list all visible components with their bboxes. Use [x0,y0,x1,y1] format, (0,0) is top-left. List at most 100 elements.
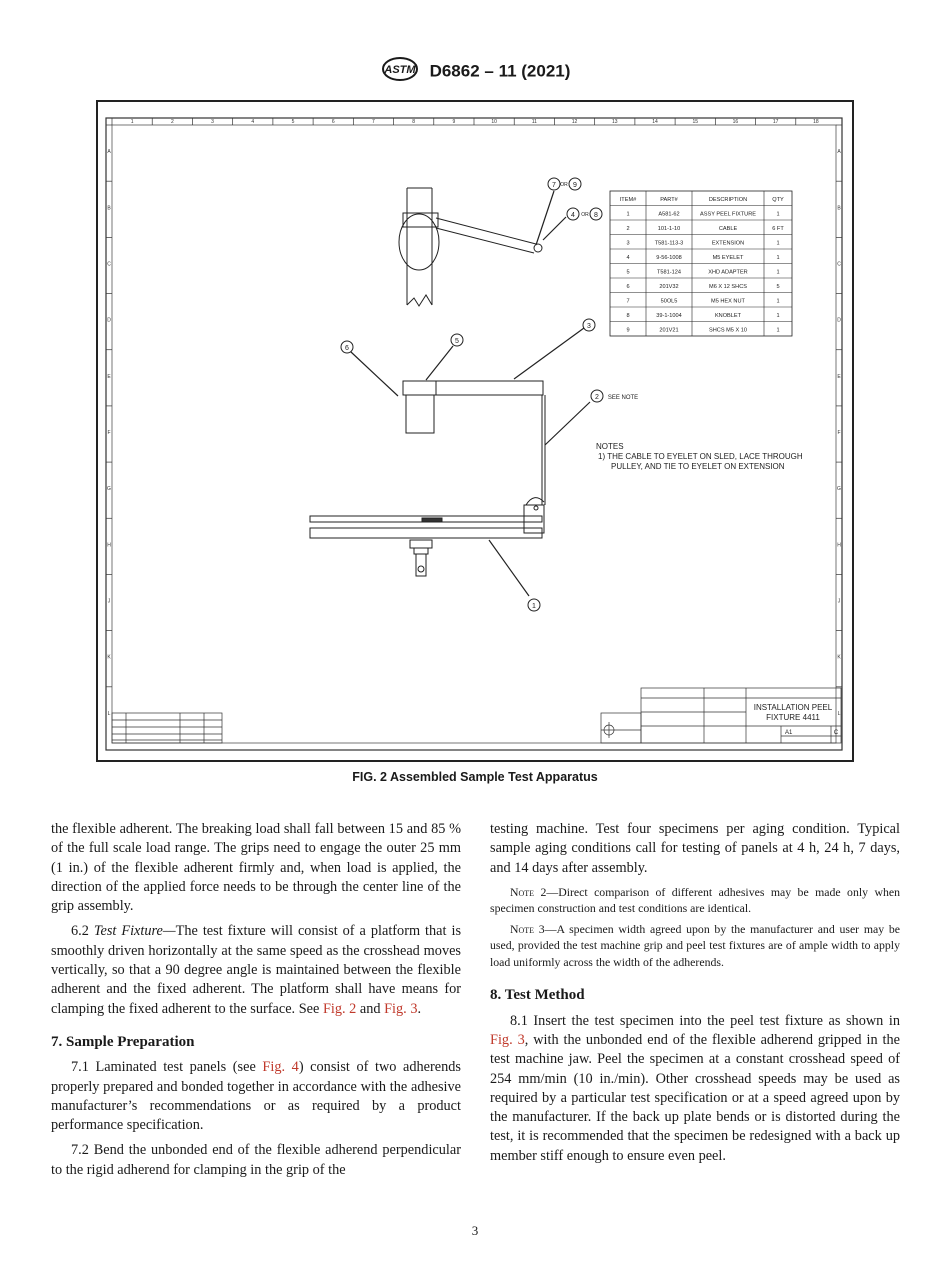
page-number: 3 [471,1223,479,1238]
bom-cell: 3 [626,240,629,246]
bom-cell: 201V21 [659,327,678,333]
ruler-number: 5 [292,119,295,125]
bom-cell: 6 FT [772,226,784,232]
title-line-2: FIXTURE 4411 [766,713,820,722]
bom-cell: 1 [776,240,779,246]
note-2: Note 2—Direct comparison of different ad… [490,884,900,916]
fig3-link-2[interactable]: Fig. 3 [490,1031,525,1048]
paragraph-7-2: 7.2 Bend the unbonded end of the flexibl… [51,1142,461,1178]
side-letter: A [837,149,841,155]
bom-cell: 1 [776,269,779,275]
paragraph-aging: testing machine. Test four specimens per… [490,821,900,876]
section-7-heading: 7. Sample Preparation [51,1033,195,1050]
bom-cell: 5 [776,284,779,290]
callout-8: 8 [594,212,598,219]
svg-text:ASTM: ASTM [383,64,416,76]
left-column: the flexible adherent. The breaking load… [51,820,461,1180]
fig4-link[interactable]: Fig. 4 [262,1059,299,1076]
side-letter: A [107,149,111,155]
bom-cell: M5 HEX NUT [711,298,745,304]
notes-line-1: 1) THE CABLE TO EYELET ON SLED, LACE THR… [598,452,803,461]
callout-3: 3 [587,323,591,330]
peel-fixture-arm [402,380,546,505]
bom-cell: KNOBLET [715,313,742,319]
notes-title: NOTES [596,442,624,451]
ruler-number: 8 [412,119,415,125]
ruler-number: 14 [652,119,658,125]
callout-4: 4 [571,212,575,219]
side-letter: D [107,318,111,324]
side-letter: J [838,599,841,605]
bom-header-cell: QTY [772,197,784,203]
side-letter: G [837,486,841,492]
callout-or-2: OR [581,212,589,218]
bom-cell: M6 X 12 SHCS [709,284,747,290]
title-block [111,687,842,744]
bom-cell: A581-62 [658,211,679,217]
ruler-number: 1 [131,119,134,125]
ruler-number: 7 [372,119,375,125]
fig2-link[interactable]: Fig. 2 [322,1000,357,1017]
callout-or-1: OR [560,182,568,188]
callout-6: 6 [345,345,349,352]
side-letter: K [837,655,841,661]
paragraph-7-1: 7.1 Laminated test panels (see Fig. 4) c… [51,1059,461,1134]
bom-cell: 7 [626,298,629,304]
notes-line-2: PULLEY, AND TIE TO EYELET ON EXTENSION [611,462,785,471]
side-letter: C [107,261,111,267]
side-letter: F [107,430,110,436]
ruler-number: 11 [532,119,537,125]
bom-cell: 39-1-1004 [656,313,682,319]
callout-2: 2 [595,394,599,401]
side-letter: J [108,599,111,605]
bom-header-cell: PART# [660,197,678,203]
title-line-1: INSTALLATION PEEL [754,703,833,712]
bom-cell: CABLE [719,226,738,232]
bom-header-cell: ITEM# [620,197,637,203]
side-letter: K [107,655,111,661]
bom-header-cell: DESCRIPTION [709,197,747,203]
side-letter: E [107,374,111,380]
bom-cell: SHCS M5 X 10 [709,327,747,333]
ruler-number: 9 [452,119,455,125]
bom-cell: 6 [626,284,629,290]
note-3: Note 3—A specimen width agreed upon by t… [490,921,900,969]
bom-cell: EXTENSION [712,240,744,246]
extension-assembly [398,187,543,307]
bom-cell: M5 EYELET [713,255,744,261]
side-letter: L [838,711,841,717]
astm-logo-icon: ASTM [380,56,420,87]
ruler-number: 3 [211,119,214,125]
bom-cell: 201V32 [659,284,678,290]
ruler-number: 13 [612,119,618,125]
bom-cell: 1 [776,255,779,261]
side-letter: H [107,542,111,548]
bom-cell: T581-124 [657,269,681,275]
sled-platform [309,497,545,577]
bom-cell: 5 [626,269,629,275]
ruler-number: 18 [813,119,819,125]
bom-cell: 50OL5 [661,298,678,304]
bom-cell: 1 [776,313,779,319]
bom-cell: 4 [626,255,629,261]
side-letter: C [837,261,841,267]
bom-cell: 101-1-10 [658,226,680,232]
ruler-number: 10 [491,119,497,125]
fig3-link[interactable]: Fig. 3 [384,1000,418,1017]
side-letter: D [837,318,841,324]
bom-cell: 1 [776,327,779,333]
side-letter: H [837,542,841,548]
page-header: ASTM D6862 – 11 (2021) [0,56,950,87]
bom-cell: XHD ADAPTER [708,269,747,275]
title-size: A1 [785,730,793,736]
ruler-number: 16 [733,119,739,125]
bom-cell: T581-113-3 [655,240,684,246]
callout-7: 7 [552,182,556,189]
bom-cell: 2 [626,226,629,232]
callout-5: 5 [455,338,459,345]
standard-designation: D6862 – 11 (2021) [429,61,571,81]
paragraph-grip: the flexible adherent. The breaking load… [51,821,461,915]
ruler-number: 12 [572,119,578,125]
